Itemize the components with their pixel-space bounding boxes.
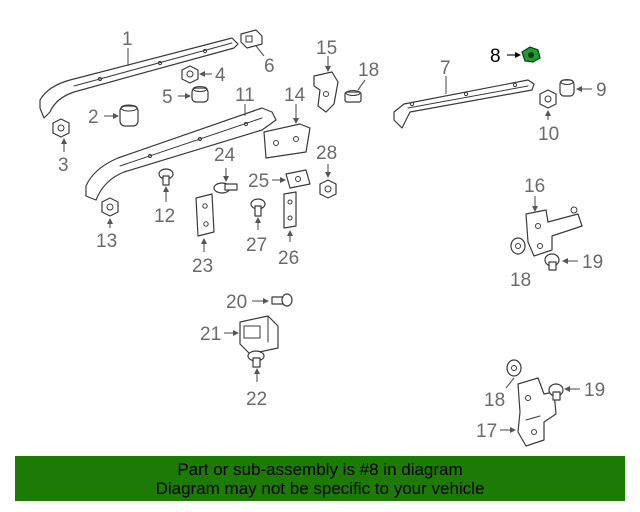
callout-13: 13	[96, 231, 117, 252]
part-13-nut[interactable]	[101, 197, 119, 217]
callout-6: 6	[264, 56, 275, 77]
callout-11: 11	[235, 85, 255, 106]
parts-diagram: 1 6 4 5 2 3 11	[39, 29, 607, 447]
callout-8: 8	[490, 46, 501, 67]
callout-3: 3	[58, 155, 69, 176]
callout-26: 26	[278, 248, 299, 269]
part-5-bushing[interactable]	[191, 86, 209, 103]
callout-21: 21	[200, 324, 221, 345]
callout-19a: 19	[582, 252, 603, 273]
info-banner: Part or sub-assembly is #8 in diagram Di…	[15, 456, 625, 501]
callout-18b: 18	[510, 270, 531, 291]
callout-23: 23	[192, 256, 213, 277]
part-25-latch[interactable]	[285, 169, 311, 189]
callout-14: 14	[284, 85, 306, 106]
part-18-washer-top[interactable]	[344, 90, 362, 103]
part-28-nut[interactable]	[319, 179, 337, 199]
callout-16: 16	[524, 176, 545, 197]
part-16-hinge[interactable]	[525, 206, 583, 257]
part-18-washer-low[interactable]	[506, 359, 522, 377]
callout-24: 24	[214, 145, 236, 166]
part-11-lower-rail[interactable]	[85, 107, 277, 201]
callout-15: 15	[316, 38, 337, 59]
part-17-hinge[interactable]	[517, 377, 557, 447]
callout-1: 1	[122, 29, 133, 50]
part-3-nut[interactable]	[52, 118, 70, 138]
part-1-upper-rail[interactable]	[39, 37, 239, 119]
part-20-bolt[interactable]	[271, 293, 293, 307]
callout-18a: 18	[358, 60, 379, 81]
callout-12: 12	[154, 206, 175, 227]
part-26-plate[interactable]	[283, 191, 297, 229]
callout-18c: 18	[484, 390, 505, 411]
part-27-bolt[interactable]	[250, 198, 266, 217]
part-9-grommet[interactable]	[559, 79, 575, 97]
lead-6	[255, 45, 265, 57]
part-4-nut[interactable]	[181, 65, 199, 84]
part-7-right-rail[interactable]	[393, 79, 535, 129]
part-2-bushing[interactable]	[119, 104, 139, 127]
part-19-bolt-mid[interactable]	[544, 253, 560, 271]
callout-2: 2	[88, 107, 99, 128]
callout-4: 4	[215, 65, 226, 86]
callout-25: 25	[248, 171, 269, 192]
part-14-bracket[interactable]	[263, 123, 311, 159]
part-6-end-cap[interactable]	[240, 29, 263, 49]
part-23-strap[interactable]	[195, 193, 215, 237]
callout-20: 20	[226, 292, 247, 313]
callout-7: 7	[440, 58, 451, 79]
part-24-bolt[interactable]	[213, 182, 238, 194]
lead-18c	[505, 377, 515, 389]
callout-19b: 19	[584, 380, 605, 401]
callout-17: 17	[476, 421, 497, 442]
part-22-bolt[interactable]	[247, 350, 265, 368]
banner-line-1: Part or sub-assembly is #8 in diagram	[177, 459, 463, 479]
callout-5: 5	[162, 87, 173, 108]
part-15-hinge[interactable]	[313, 71, 339, 113]
callout-27: 27	[246, 235, 267, 256]
callout-9: 9	[596, 80, 607, 101]
part-18-washer-mid[interactable]	[510, 237, 526, 255]
part-19-bolt-low[interactable]	[548, 383, 564, 401]
callout-22: 22	[246, 389, 267, 410]
banner-line-2: Diagram may not be specific to your vehi…	[155, 478, 485, 498]
part-8-highlighted[interactable]	[521, 46, 541, 63]
lead-18a	[357, 79, 366, 91]
part-10-nut[interactable]	[539, 89, 557, 109]
callout-10: 10	[538, 124, 559, 145]
arrowhead-8	[515, 52, 521, 58]
part-12-bolt[interactable]	[158, 168, 174, 186]
callout-28: 28	[316, 143, 337, 164]
part-21-stopper[interactable]	[239, 315, 279, 355]
